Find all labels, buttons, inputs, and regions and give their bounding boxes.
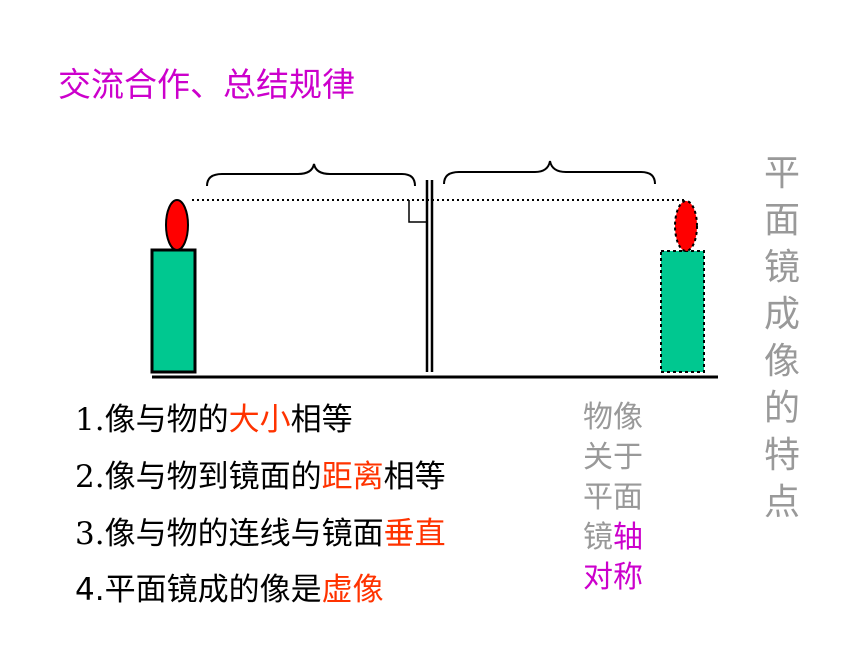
side-char: 像 (763, 341, 800, 382)
side-char: 平 (763, 153, 800, 194)
image-flame (674, 200, 698, 252)
rule-3: 3.像与物的连线与镜面垂直 (75, 508, 446, 553)
side-char: 镜 (763, 247, 800, 288)
side-vertical-title: 平 面 镜 成 像 的 特 点 (758, 150, 806, 526)
rule-4: 4.平面镜成的像是虚像 (75, 564, 384, 609)
rule-text: 像与物到镜面的 (104, 459, 322, 495)
right-distance-brace (443, 160, 656, 185)
rule-1: 1.像与物的大小相等 (75, 394, 353, 439)
rule-number: 1. (75, 402, 105, 438)
rule-highlight: 大小 (228, 402, 291, 438)
rule-text: 相等 (290, 402, 353, 438)
side-char: 的 (763, 388, 800, 429)
side-char: 特 (763, 435, 800, 476)
rule-number: 2. (75, 459, 105, 495)
rule-highlight: 虚像 (321, 572, 384, 608)
slide-title: 交流合作、总结规律 (58, 65, 355, 104)
object-flame (165, 199, 189, 251)
rule-highlight: 垂直 (383, 516, 446, 552)
right-angle-marker (408, 200, 427, 223)
rule-2: 2.像与物到镜面的距离相等 (75, 451, 446, 496)
rule-text: 平面镜成的像是 (104, 572, 322, 608)
symmetry-note-purple: 轴对称 (583, 520, 643, 595)
symmetry-note-gray: 物像关于平面镜 (583, 400, 643, 555)
rule-text: 相等 (383, 459, 446, 495)
side-char: 成 (763, 294, 800, 335)
rule-number: 3. (75, 516, 105, 552)
rule-text: 像与物的 (104, 402, 229, 438)
object-candle (150, 248, 197, 374)
side-char: 点 (763, 482, 800, 523)
image-candle (660, 250, 705, 373)
side-char: 面 (763, 200, 800, 241)
rule-highlight: 距离 (321, 459, 384, 495)
left-distance-brace (206, 163, 416, 187)
rule-number: 4. (75, 572, 105, 608)
symmetry-note: 物像关于平面镜轴对称 (583, 398, 655, 598)
rule-text: 像与物的连线与镜面 (104, 516, 384, 552)
